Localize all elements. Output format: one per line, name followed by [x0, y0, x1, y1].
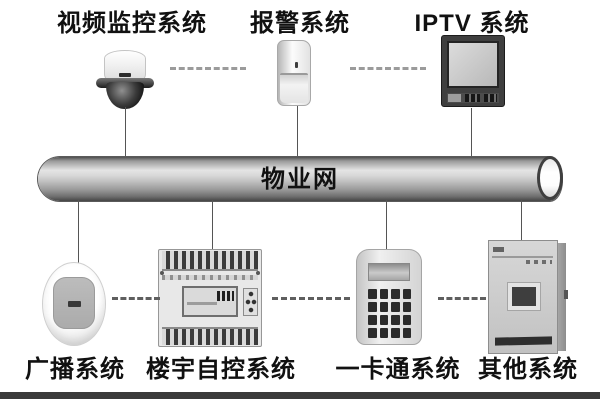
- label-other-systems: 其他系统: [478, 356, 578, 383]
- cabinet-window: [507, 282, 541, 311]
- dashed-separator: [272, 297, 350, 300]
- label-building-automation-system: 楼宇自控系统: [146, 356, 296, 383]
- pir-led: [295, 62, 298, 68]
- ddc-lcd-display: [182, 286, 238, 317]
- label-one-card-system: 一卡通系统: [335, 356, 461, 383]
- speaker-badge: [68, 301, 81, 307]
- label-video-surveillance-system: 视频监控系统: [57, 10, 207, 37]
- connector-line-bas: [212, 200, 213, 249]
- cabinet-latch: [564, 290, 568, 299]
- dome-camera-icon: [96, 48, 154, 110]
- tv-buttons: [465, 94, 480, 102]
- keypad-keys: [368, 289, 411, 338]
- speaker-grille: [53, 277, 95, 329]
- connector-line-camera: [125, 107, 126, 158]
- keypad-display: [368, 263, 410, 281]
- dashed-separator: [350, 67, 426, 70]
- connector-line-broadcast: [78, 200, 79, 263]
- label-alarm-system: 报警系统: [250, 10, 350, 37]
- equipment-cabinet-icon: [488, 240, 568, 354]
- connector-line-iptv: [471, 108, 472, 158]
- pipe-open-end: [537, 156, 563, 200]
- cabinet-header-line: [492, 256, 553, 258]
- ceiling-speaker-icon: [42, 262, 106, 346]
- label-broadcast-system: 广播系统: [25, 356, 125, 383]
- tv-control-panel: [447, 93, 499, 103]
- camera-dome-lens: [106, 82, 144, 109]
- ddc-button-pad: [243, 288, 258, 316]
- cabinet-side-panel: [556, 243, 566, 351]
- cabinet-header-marks: [526, 260, 552, 264]
- dashed-separator: [170, 67, 246, 70]
- screw: [160, 271, 164, 275]
- connector-line-onecard: [386, 200, 387, 249]
- tv-buttons: [484, 94, 497, 102]
- ddc-controller-icon: [158, 249, 262, 347]
- pir-lens-window: [280, 73, 308, 103]
- dashed-separator: [438, 297, 486, 300]
- keypad-icon: [356, 249, 422, 345]
- ddc-label-band: [162, 275, 258, 280]
- pir-sensor-icon: [277, 40, 313, 108]
- property-network-label: 物业网: [261, 166, 339, 193]
- ddc-terminal-row-bottom: [162, 327, 258, 345]
- cabinet-logo: [493, 247, 504, 252]
- tv-speaker-grill: [448, 94, 461, 102]
- screw: [256, 271, 260, 275]
- ddc-terminal-row-top: [162, 251, 258, 271]
- bottom-border-bar: [0, 392, 600, 399]
- connector-line-other: [521, 200, 522, 241]
- dashed-separator: [112, 297, 160, 300]
- cabinet-bottom-slot: [495, 336, 552, 346]
- connector-line-alarm: [297, 106, 298, 158]
- tv-monitor-icon: [441, 35, 507, 109]
- tv-screen: [447, 41, 499, 88]
- camera-housing: [104, 50, 146, 82]
- property-network-bus: 物业网: [38, 156, 563, 201]
- label-iptv-system: IPTV 系统: [414, 10, 530, 37]
